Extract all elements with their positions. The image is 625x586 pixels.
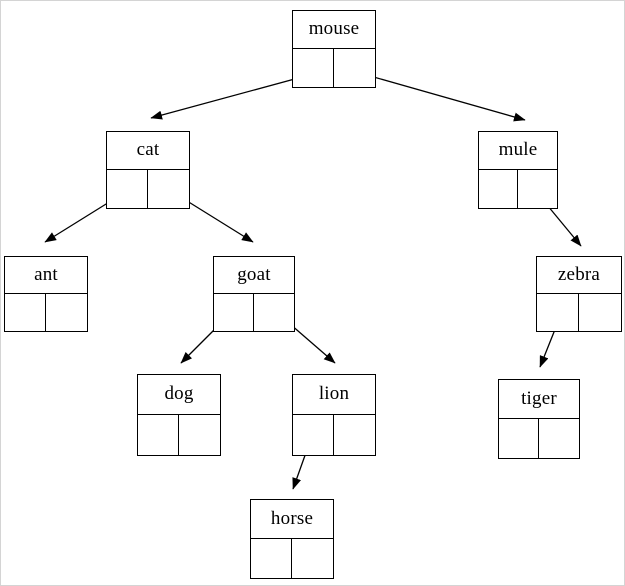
node-tiger[interactable]: tiger	[498, 379, 580, 459]
node-pointer-cells-zebra	[537, 294, 621, 331]
node-left-pointer-dog[interactable]	[138, 415, 179, 455]
edge-mouse-right-to-mule	[355, 71, 526, 122]
node-label-dog: dog	[138, 375, 220, 415]
node-pointer-cells-goat	[214, 294, 294, 331]
node-left-pointer-ant[interactable]	[5, 294, 46, 331]
node-left-pointer-mule[interactable]	[479, 170, 518, 208]
node-right-pointer-mule[interactable]	[518, 170, 557, 208]
node-zebra[interactable]: zebra	[536, 256, 622, 332]
node-pointer-cells-ant	[5, 294, 87, 331]
node-pointer-cells-mouse	[293, 49, 375, 87]
node-pointer-cells-horse	[251, 539, 333, 578]
node-label-mouse: mouse	[293, 11, 375, 49]
node-left-pointer-lion[interactable]	[293, 415, 334, 455]
node-label-zebra: zebra	[537, 257, 621, 294]
node-pointer-cells-tiger	[499, 419, 579, 458]
node-right-pointer-horse[interactable]	[292, 539, 333, 578]
node-left-pointer-goat[interactable]	[214, 294, 254, 331]
node-mule[interactable]: mule	[478, 131, 558, 209]
node-left-pointer-zebra[interactable]	[537, 294, 579, 331]
node-label-ant: ant	[5, 257, 87, 294]
node-label-mule: mule	[479, 132, 557, 170]
node-right-pointer-zebra[interactable]	[579, 294, 621, 331]
node-horse[interactable]: horse	[250, 499, 334, 579]
node-right-pointer-ant[interactable]	[46, 294, 87, 331]
node-pointer-cells-dog	[138, 415, 220, 455]
node-right-pointer-mouse[interactable]	[334, 49, 375, 87]
edge-mouse-left-to-cat	[150, 73, 314, 120]
node-goat[interactable]: goat	[213, 256, 295, 332]
node-right-pointer-cat[interactable]	[148, 170, 189, 208]
node-label-lion: lion	[293, 375, 375, 415]
node-mouse[interactable]: mouse	[292, 10, 376, 88]
node-left-pointer-tiger[interactable]	[499, 419, 539, 458]
node-label-horse: horse	[251, 500, 333, 539]
node-right-pointer-goat[interactable]	[254, 294, 294, 331]
node-left-pointer-horse[interactable]	[251, 539, 292, 578]
node-left-pointer-mouse[interactable]	[293, 49, 334, 87]
node-pointer-cells-mule	[479, 170, 557, 208]
node-right-pointer-dog[interactable]	[179, 415, 220, 455]
node-label-goat: goat	[214, 257, 294, 294]
node-left-pointer-cat[interactable]	[107, 170, 148, 208]
node-right-pointer-lion[interactable]	[334, 415, 375, 455]
node-lion[interactable]: lion	[292, 374, 376, 456]
node-pointer-cells-lion	[293, 415, 375, 455]
node-right-pointer-tiger[interactable]	[539, 419, 579, 458]
node-ant[interactable]: ant	[4, 256, 88, 332]
node-pointer-cells-cat	[107, 170, 189, 208]
node-dog[interactable]: dog	[137, 374, 221, 456]
node-label-tiger: tiger	[499, 380, 579, 419]
node-label-cat: cat	[107, 132, 189, 170]
node-cat[interactable]: cat	[106, 131, 190, 209]
